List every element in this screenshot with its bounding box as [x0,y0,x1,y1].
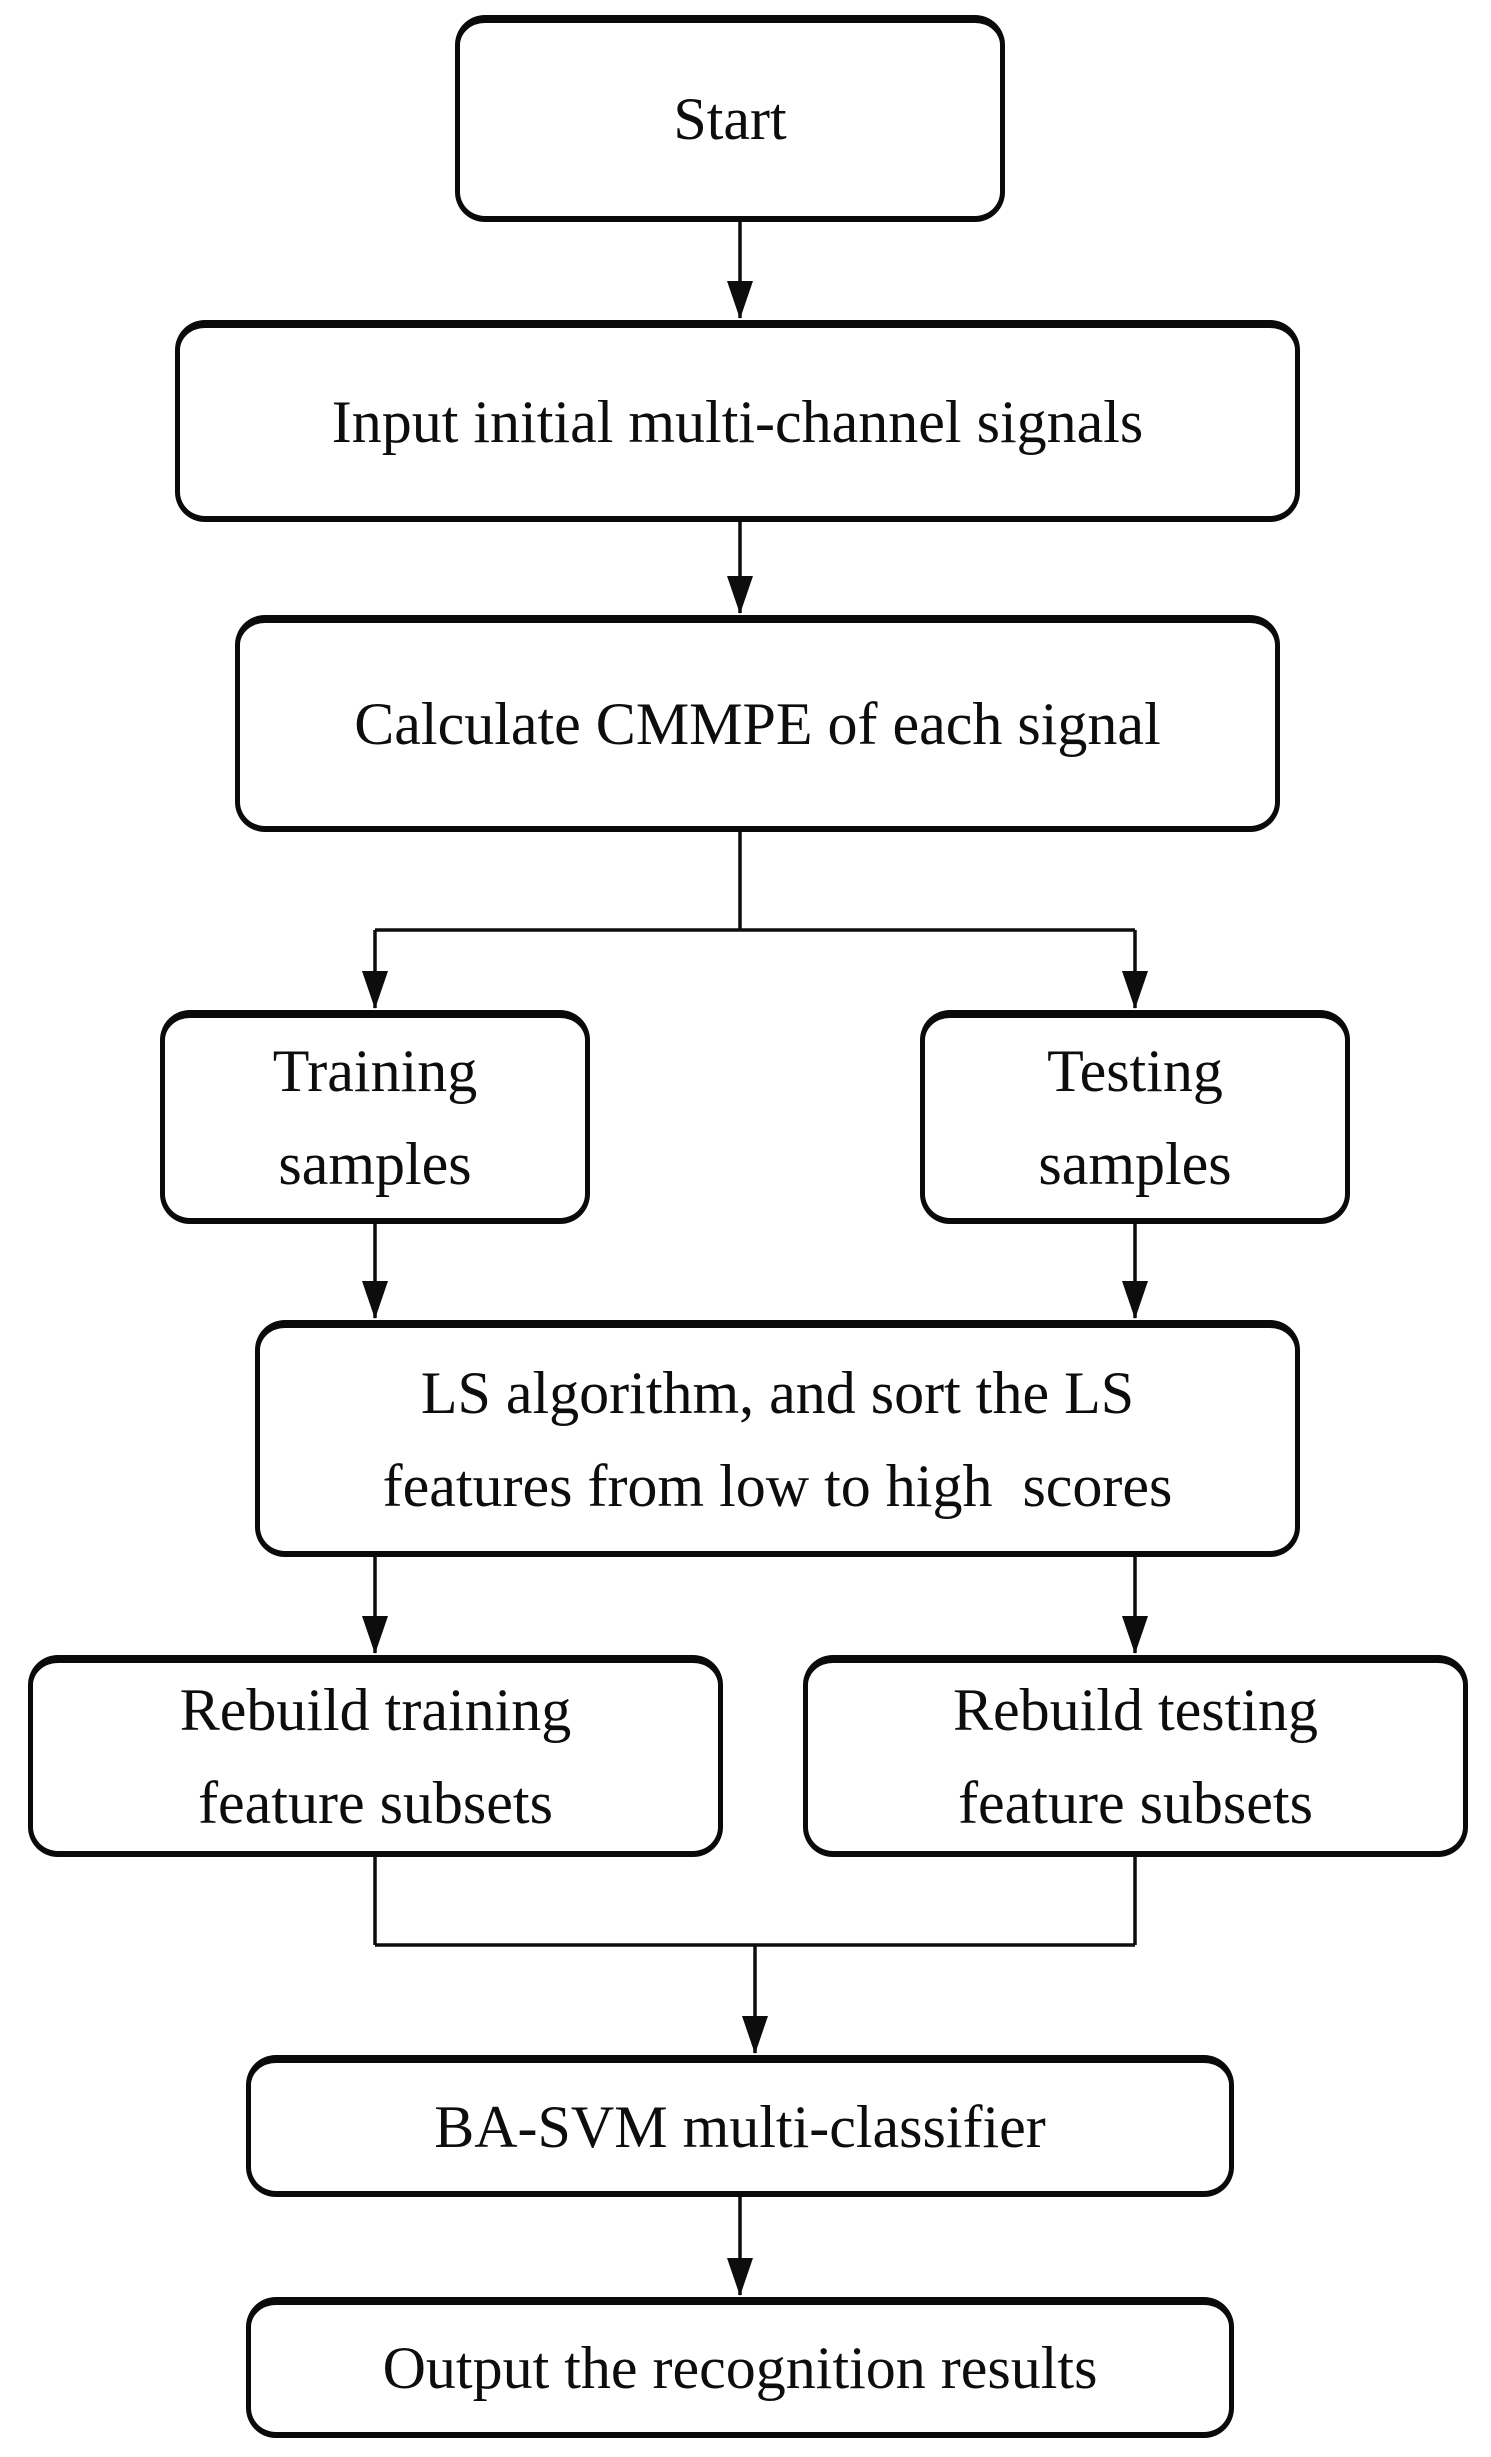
node-start-label: Start [673,86,787,152]
node-ls-algorithm: LS algorithm, and sort the LS features f… [255,1320,1300,1557]
node-rebuild-training-subsets: Rebuild training feature subsets [28,1655,723,1857]
node-testing-samples: Testing samples [920,1010,1350,1224]
node-rebuild-testing-subsets-line1: Rebuild testing [953,1677,1318,1743]
node-training-samples-line2: samples [278,1131,472,1197]
node-output-results-label: Output the recognition results [382,2335,1098,2401]
node-testing-samples-line1: Testing [1047,1038,1223,1104]
node-input-signals: Input initial multi-channel signals [175,320,1300,522]
node-rebuild-testing-subsets: Rebuild testing feature subsets [803,1655,1468,1857]
node-calculate-cmmpe-label: Calculate CMMPE of each signal [354,691,1161,757]
node-ls-algorithm-line1: LS algorithm, and sort the LS [420,1359,1135,1426]
node-ls-algorithm-line2: features from low to high scores [382,1452,1173,1519]
node-rebuild-training-subsets-line2: feature subsets [198,1770,553,1836]
node-rebuild-training-subsets-line1: Rebuild training [179,1677,572,1743]
node-training-samples: Training samples [160,1010,590,1224]
node-input-signals-label: Input initial multi-channel signals [331,388,1144,455]
node-rebuild-testing-subsets-line2: feature subsets [958,1770,1313,1836]
node-testing-samples-line2: samples [1038,1131,1232,1197]
node-training-samples-line1: Training [272,1038,478,1104]
node-output-results: Output the recognition results [246,2297,1234,2438]
node-basvm-classifier-label: BA-SVM multi-classifier [434,2093,1046,2160]
node-start: Start [455,15,1005,222]
node-basvm-classifier: BA-SVM multi-classifier [246,2055,1234,2197]
node-calculate-cmmpe: Calculate CMMPE of each signal [235,615,1280,832]
